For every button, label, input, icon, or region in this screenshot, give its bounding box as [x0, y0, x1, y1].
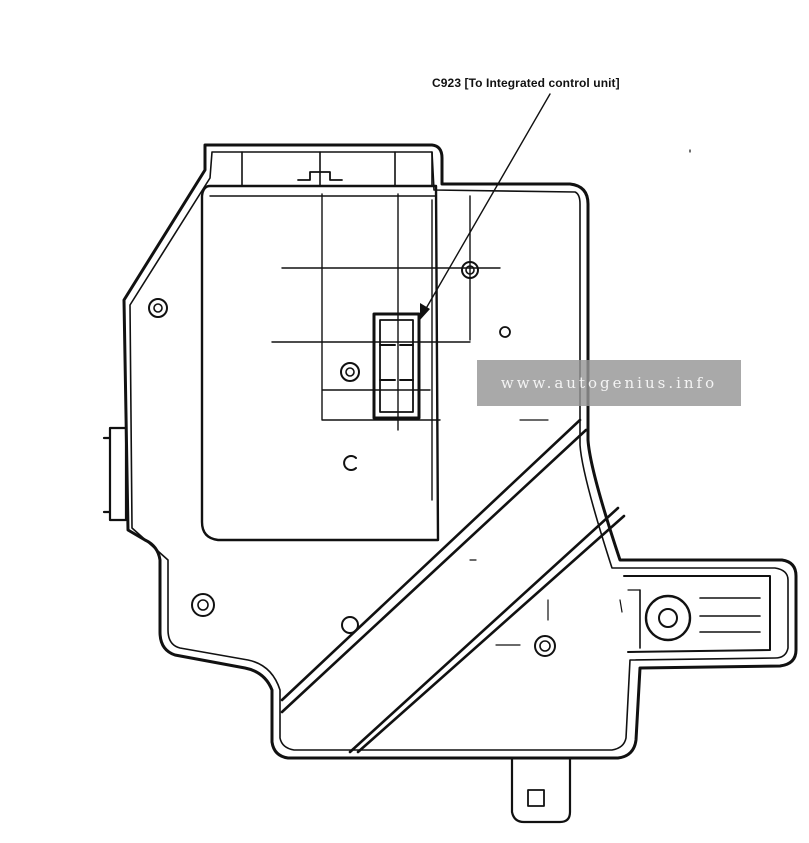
watermark-banner: www.autogenius.info — [477, 360, 741, 406]
left-clip — [102, 426, 128, 522]
right-bracket — [623, 575, 771, 653]
mounting-holes — [148, 261, 556, 657]
bottom-tab — [510, 756, 572, 824]
housing-inner-outline — [129, 151, 789, 751]
leader-arrow — [420, 93, 551, 320]
detail-dashes — [469, 149, 691, 646]
cover-plate — [200, 184, 440, 542]
housing-outline — [122, 143, 798, 760]
connector-label: C923 [To Integrated control unit] — [432, 76, 620, 90]
cover-grid — [209, 193, 501, 501]
connector-c923 — [372, 312, 421, 420]
diagonal-ribs — [280, 418, 626, 754]
watermark-text: www.autogenius.info — [500, 374, 718, 392]
top-slots — [241, 151, 433, 187]
